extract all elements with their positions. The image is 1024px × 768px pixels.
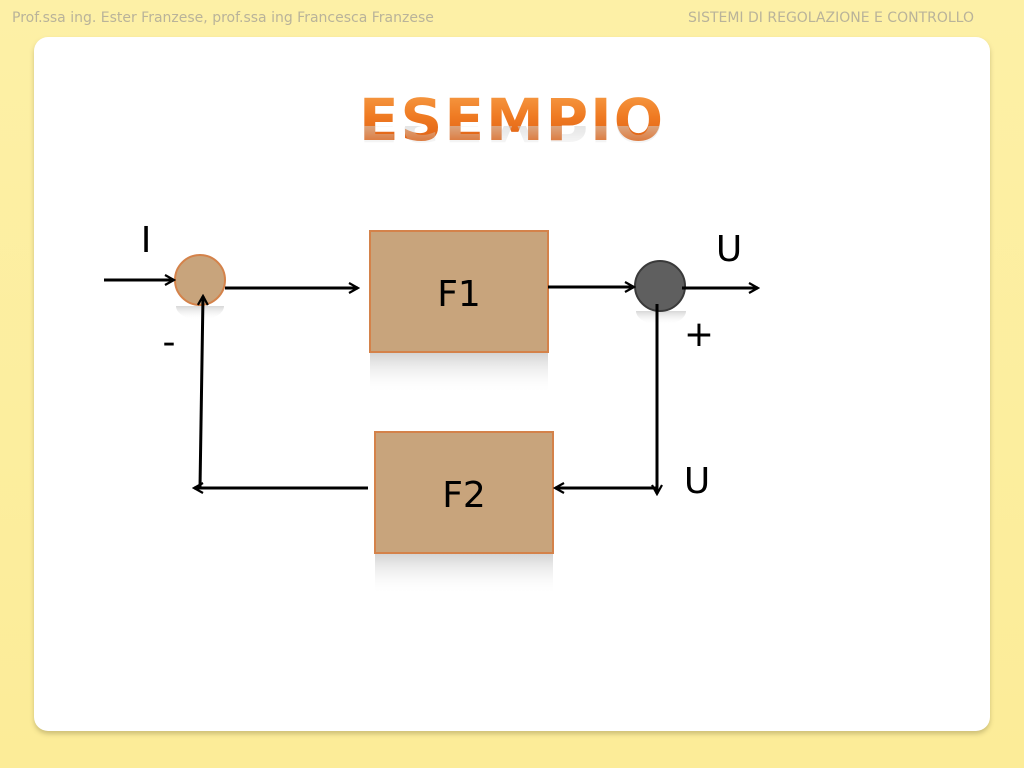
summing-junction-reflection [176,306,224,320]
branch-point [634,260,686,312]
output-label-feedback: U [684,461,710,502]
slide-title-wrap: ESEMPIO [0,88,1024,152]
input-label: I [141,220,152,261]
f1-block-reflection [370,352,548,394]
f2-block-reflection [375,553,553,595]
f1-block [369,230,549,353]
minus-sign: - [163,322,176,363]
feedback-up-arrow [200,296,203,489]
f1-label: F1 [437,274,481,315]
branch-point-reflection [636,311,686,325]
f2-label: F2 [442,475,486,516]
slide-title: ESEMPIO [358,86,666,154]
output-label-top: U [716,229,742,270]
header-authors: Prof.ssa ing. Ester Franzese, prof.ssa i… [12,10,434,26]
summing-junction [174,254,226,306]
f2-block [374,431,554,554]
plus-sign: + [684,314,714,355]
header-course: SISTEMI DI REGOLAZIONE E CONTROLLO [688,10,974,26]
